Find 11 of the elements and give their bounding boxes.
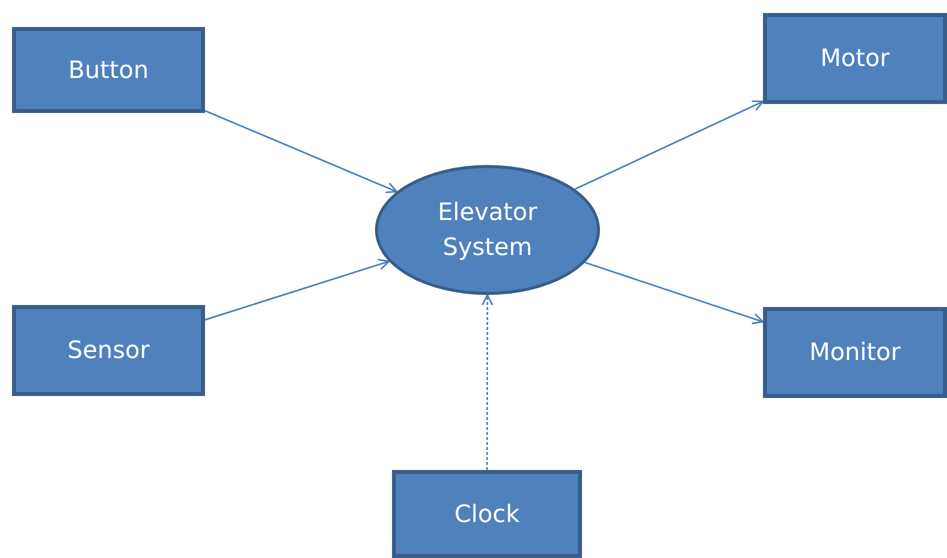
- arrow: [204, 110, 398, 194]
- arrow: [584, 262, 764, 324]
- arrow: [482, 294, 494, 470]
- entity-box: Clock: [392, 470, 582, 558]
- entity-box: Monitor: [763, 307, 947, 398]
- entity-box: Button: [12, 27, 205, 113]
- arrow: [204, 258, 390, 321]
- entity-box: Motor: [763, 13, 947, 104]
- arrow: [574, 100, 764, 190]
- entity-box: Sensor: [12, 305, 205, 396]
- system-ellipse: Elevator System: [375, 165, 600, 295]
